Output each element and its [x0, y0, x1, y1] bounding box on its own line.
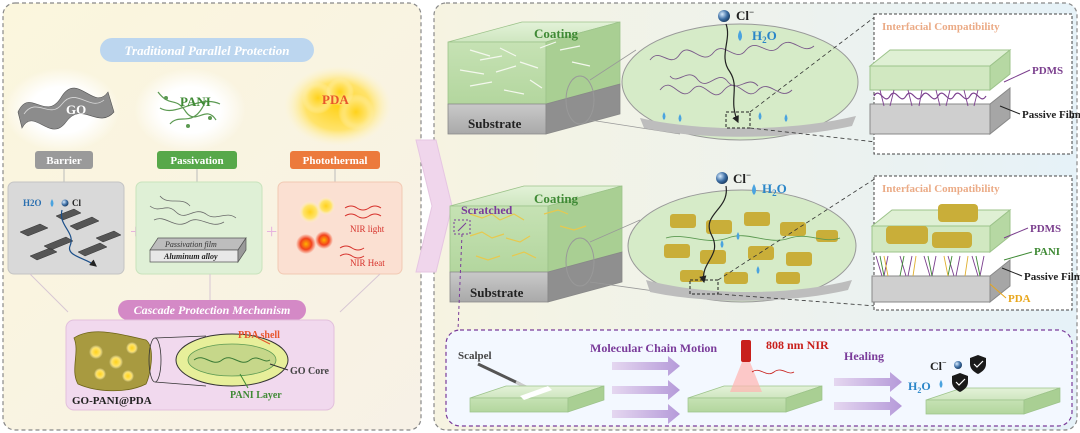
passivation-box: Passivation film Aluminum alloy — [135, 181, 263, 275]
top-cl-label: Cl− — [736, 7, 754, 23]
bottom-cl-label: Cl− — [733, 170, 751, 186]
cascade-box: Cascade Protection Mechanism PDA shell G… — [65, 300, 335, 411]
nir-light: NIR light — [350, 224, 385, 234]
scratched-label: Scratched — [461, 203, 513, 217]
passivation-pill — [157, 151, 237, 169]
barrier-h2o: H2O — [23, 198, 42, 208]
go-material: GO — [4, 68, 120, 152]
molecular-motion-label: Molecular Chain Motion — [590, 341, 717, 355]
healing-h2o-label: H2O — [908, 379, 931, 395]
nir-label: 808 nm NIR — [766, 338, 829, 352]
barrier-pill — [35, 151, 93, 169]
passivation-label: Passivation — [170, 155, 223, 167]
plus-sign: + — [266, 221, 277, 243]
passivation-film: Passivation film — [164, 240, 217, 249]
composite-label: GO-PANI@PDA — [72, 395, 152, 407]
water-drop-icon — [738, 30, 742, 41]
pani-layer-label: PANI Layer — [230, 390, 282, 401]
aluminum-alloy: Aluminum alloy — [163, 252, 218, 261]
top-h2o-label: H2O — [752, 28, 777, 45]
title-pill — [100, 38, 314, 62]
photothermal-box: NIR light NIR Heat — [277, 181, 403, 275]
bottom-coating-label: Coating — [534, 191, 579, 206]
barrier-label: Barrier — [46, 155, 82, 167]
cascade-title: Cascade Protection Mechanism — [134, 303, 291, 317]
bottom-interface-title: Interfacial Compatibility — [882, 183, 1000, 195]
shield-icon — [952, 373, 968, 392]
bottom-substrate-label: Substrate — [470, 285, 524, 300]
photothermal-pill — [290, 151, 380, 169]
nir-heat: NIR Heat — [350, 258, 385, 268]
top-interface-box: Interfacial Compatibility PDMS Passive F… — [868, 13, 1080, 155]
water-drop-icon — [939, 380, 943, 388]
bottom-cl-ion — [716, 172, 728, 184]
zoom-marker — [565, 75, 595, 125]
pani-material: PANI — [134, 68, 246, 152]
bottom-pani-label: PANI — [1034, 246, 1060, 258]
barrier-cl: Cl — [72, 198, 81, 208]
laser-icon — [741, 340, 751, 362]
healing-label: Healing — [844, 349, 884, 363]
top-interface-title: Interfacial Compatibility — [882, 21, 1000, 33]
panel-title: Traditional Parallel Protection — [125, 43, 290, 58]
bottom-h2o-label: H2O — [762, 181, 787, 198]
pda-label: PDA — [322, 92, 349, 107]
healing-box: Scalpel Molecular Chain Motion 808 nm NI… — [445, 329, 1073, 427]
bottom-interface-box: Interfacial Compatibility PDMS PANI Pass… — [870, 175, 1080, 311]
top-zoom-ellipse — [621, 23, 859, 141]
top-passive-film-label: Passive Film — [1022, 109, 1080, 121]
photothermal-label: Photothermal — [303, 155, 368, 167]
water-drop-icon — [752, 184, 756, 195]
pda-shell-label: PDA shell — [238, 330, 280, 341]
pda-material: PDA — [284, 66, 392, 146]
top-substrate-label: Substrate — [468, 116, 522, 131]
bottom-pda-label: PDA — [1008, 293, 1031, 305]
bottom-block: Coating Substrate — [449, 185, 623, 303]
top-coating-label: Coating — [534, 26, 579, 41]
healing-cl-label: Cl− — [930, 358, 947, 373]
top-pdms-label: PDMS — [1032, 65, 1063, 77]
top-cl-ion — [718, 10, 730, 22]
shield-icon — [970, 355, 986, 374]
go-label: GO — [66, 102, 86, 117]
bottom-zoom-ellipse — [627, 185, 857, 303]
healing-cl-ion — [954, 361, 962, 369]
scalpel-label: Scalpel — [458, 350, 492, 362]
transition-arrow — [415, 139, 453, 273]
bottom-passive-film-label: Passive Film — [1024, 271, 1080, 283]
top-block: Coating Substrate — [447, 21, 621, 135]
pani-label: PANI — [180, 94, 211, 109]
barrier-box: H2O Cl — [7, 181, 125, 275]
bottom-pdms-label: PDMS — [1030, 223, 1061, 235]
go-core-label: GO Core — [290, 366, 330, 377]
